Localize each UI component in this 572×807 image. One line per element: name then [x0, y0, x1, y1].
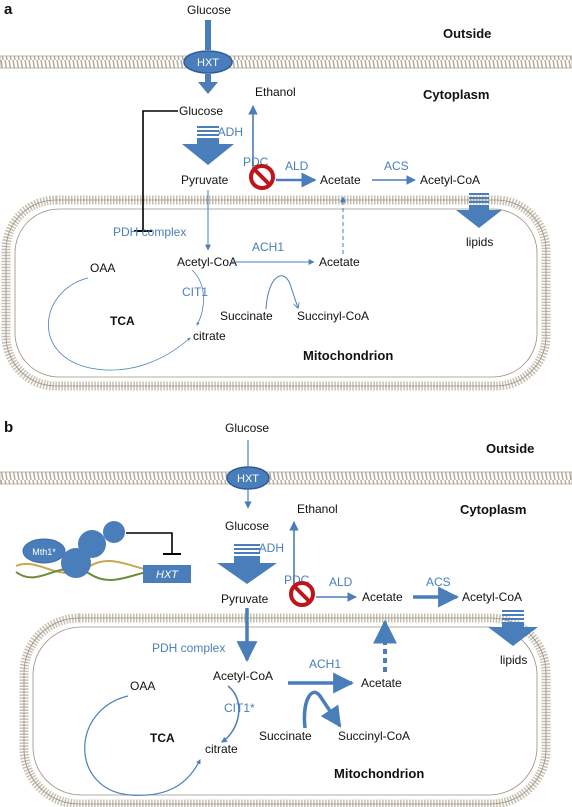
cit1-arrow-a: [191, 269, 204, 326]
mth1-label-b: Mth1*: [32, 547, 56, 557]
tca-label-a: TCA: [110, 314, 135, 328]
panel-b: b Outside Cytoplasm Mitochondrion Glucos…: [0, 419, 572, 807]
region-mitochondrion-b: Mitochondrion: [334, 766, 424, 781]
hxt-label-a: HXT: [197, 57, 219, 69]
tca-cycle-arc-a: [48, 277, 191, 371]
cit1-label-a: CIT1: [182, 285, 208, 299]
panel-label-b: b: [4, 419, 13, 436]
ald-label-b: ALD: [329, 575, 353, 589]
glucose-inhibition-line-a: [142, 110, 178, 231]
acs-label-a: ACS: [384, 159, 409, 173]
succinylcoa-b: Succinyl-CoA: [338, 729, 410, 743]
succinate-b: Succinate: [259, 729, 312, 743]
pdc-blocked-icon-a: [249, 164, 275, 190]
acetylcoa-cyto-a: Acetyl-CoA: [420, 173, 480, 187]
oaa-b: OAA: [130, 679, 155, 693]
lipid-synthesis-arrow-a: [456, 205, 502, 228]
succinylcoa-a: Succinyl-CoA: [297, 309, 369, 323]
lipids-b: lipids: [500, 653, 527, 667]
hxt-transporter-b: [226, 466, 270, 490]
hxt-transporter-a: [183, 50, 233, 74]
glucose-import-arrow-a: [198, 74, 218, 94]
hxt-repression-line-b: [126, 532, 173, 554]
acetate-mito-b: Acetate: [361, 676, 402, 690]
glycolysis-arrow-b: [217, 556, 277, 584]
acetylcoa-mito-b: Acetyl-CoA: [213, 669, 273, 683]
oaa-a: OAA: [90, 261, 115, 275]
hxt-gene-label-b: HXT: [156, 569, 179, 581]
pdc-blocked-icon-b: [289, 581, 315, 607]
mito-membrane-a-outer: [1, 195, 551, 391]
hxt-gene-box-b: [143, 565, 191, 583]
panel-label-a: a: [4, 1, 13, 18]
acetylcoa-mito-a: Acetyl-CoA: [177, 255, 237, 269]
lipids-a: lipids: [466, 235, 493, 249]
region-outside-a: Outside: [443, 26, 491, 41]
region-cytoplasm-a: Cytoplasm: [423, 87, 489, 102]
glucose-uptake-arrow-a: [205, 20, 211, 50]
ach1-label-b: ACH1: [309, 657, 341, 671]
cit1-arrow-b: [221, 685, 240, 743]
tca-label-b: TCA: [150, 731, 175, 745]
region-outside-b: Outside: [486, 441, 534, 456]
acetate-cyto-a: Acetate: [320, 173, 361, 187]
region-mitochondrion-a: Mitochondrion: [303, 348, 393, 363]
glucose-inside-a: Glucose: [179, 104, 223, 118]
glucose-inside-b: Glucose: [225, 519, 269, 533]
citrate-b: citrate: [205, 742, 238, 756]
ach1-label-a: ACH1: [252, 240, 284, 254]
plasma-membrane-a: [0, 55, 572, 69]
pyruvate-a: Pyruvate: [181, 173, 229, 187]
cit1-label-b: CIT1*: [224, 701, 255, 715]
panel-a: a Outside Cytoplasm Mitochondrion Glucos…: [0, 1, 572, 391]
mth1-regulator-b: HXT Mth1*: [15, 521, 191, 583]
plasma-membrane-b: [0, 471, 572, 485]
glucose-outside-b: Glucose: [225, 421, 269, 435]
mito-membrane-b-outer: [19, 613, 551, 807]
citrate-a: citrate: [193, 329, 226, 343]
ethanol-b: Ethanol: [297, 502, 338, 516]
hxt-label-b: HXT: [237, 473, 259, 485]
lipid-synthesis-arrow-b: [488, 622, 538, 646]
adh-label-b: ADH: [259, 541, 284, 555]
acs-label-b: ACS: [426, 575, 451, 589]
adh-label-a: ADH: [218, 125, 243, 139]
succinate-a: Succinate: [220, 309, 273, 323]
pdh-label-a: PDH complex: [113, 225, 186, 239]
tca-cycle-arc-b: [84, 695, 201, 796]
ethanol-a: Ethanol: [255, 85, 296, 99]
acetate-cyto-b: Acetate: [362, 590, 403, 604]
pyruvate-b: Pyruvate: [221, 592, 269, 606]
acetylcoa-cyto-b: Acetyl-CoA: [462, 590, 522, 604]
mth1-protein-b: [22, 538, 66, 564]
succinate-succinylcoa-arrow-b: [302, 690, 342, 729]
acetate-mito-a: Acetate: [319, 255, 360, 269]
glucose-outside-a: Glucose: [187, 3, 231, 17]
succinate-succinylcoa-arrow-a: [265, 275, 298, 309]
pdh-label-b: PDH complex: [152, 641, 225, 655]
region-cytoplasm-b: Cytoplasm: [460, 502, 526, 517]
ald-label-a: ALD: [285, 159, 309, 173]
glycolysis-arrow-a: [182, 138, 234, 165]
